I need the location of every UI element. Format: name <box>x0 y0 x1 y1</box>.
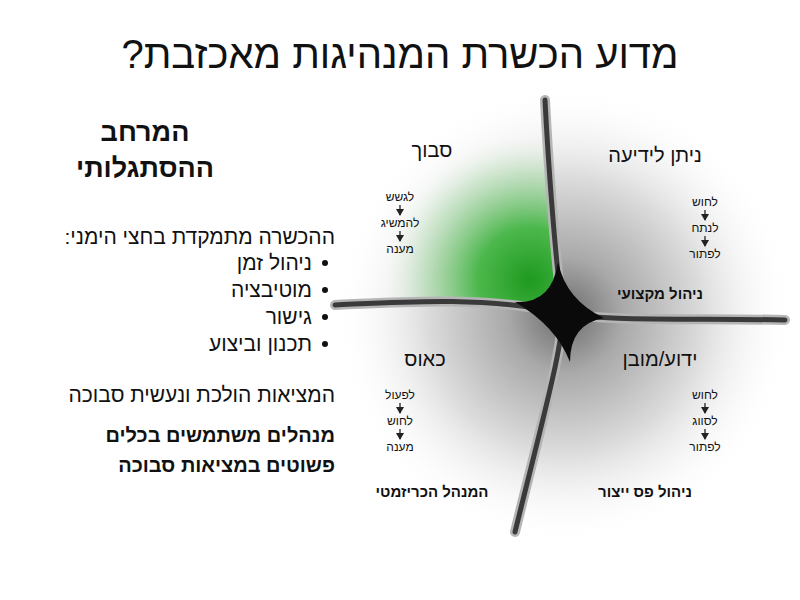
step-arrow <box>704 236 705 246</box>
step-text: לחוש <box>692 195 718 209</box>
known-quadrant: ידוע/מובןניהול פס ייצורלחושלסווגלפתור <box>575 335 780 510</box>
bullet-item: גישור <box>112 304 312 330</box>
quadrant-name: סבוך <box>332 138 532 162</box>
process-step: לגשש <box>384 190 416 204</box>
bullet-dot <box>322 314 328 320</box>
process-step: לחוש <box>385 414 415 428</box>
process-step: מענה <box>384 440 415 454</box>
step-arrow <box>399 231 400 241</box>
management-style: המנהל הכריזמטי <box>332 482 532 502</box>
management-style: ניהול מקצועי <box>560 284 760 304</box>
bullet-dot <box>322 287 328 293</box>
panel-heading: המרחב ההסתגלותי <box>60 114 230 186</box>
process-step: לפתור <box>687 247 722 261</box>
complex-quadrant: סבוךלגששלהמשיגמענה <box>365 130 545 300</box>
step-text: מענה <box>386 440 413 454</box>
step-text: לחוש <box>387 414 413 428</box>
step-text: לסווג <box>692 414 717 428</box>
diagram-title: מדוע הכשרת המנהיגות מאכזבת? <box>0 28 800 80</box>
disorder-center <box>515 262 604 362</box>
knowable-quadrant: ניתן לידיעהניהול מקצועילחושלנתחלפתור <box>575 135 780 310</box>
process-step: לחוש <box>690 195 720 209</box>
step-text: לפתור <box>689 247 720 261</box>
bullet-item: מוטיבציה <box>112 277 312 303</box>
bullet-dot <box>322 260 328 266</box>
step-text: לנתח <box>691 221 718 235</box>
step-arrow <box>704 429 705 439</box>
panel-intro: ההכשרה מתמקדת בחצי הימני: <box>15 224 335 250</box>
quadrant-name: ידוע/מובן <box>560 347 760 371</box>
step-arrow <box>704 403 705 413</box>
step-arrow <box>399 429 400 439</box>
process-step: לחוש <box>690 388 720 402</box>
step-text: לגשש <box>386 190 414 204</box>
process-step: לסווג <box>690 414 719 428</box>
panel-conclusion: מנהלים משתמשים בכלים פשוטים במציאות סבוכ… <box>75 420 335 480</box>
step-arrow <box>399 403 400 413</box>
chaos-quadrant: כאוסהמנהל הכריזמטילפעוללחושמענה <box>365 335 545 510</box>
step-text: לפתור <box>689 440 720 454</box>
process-step: לפתור <box>687 440 722 454</box>
management-style: ניהול פס ייצור <box>545 482 745 502</box>
panel-note: המציאות הולכת ונעשית סבוכה <box>15 382 335 408</box>
process-step: מענה <box>384 242 415 256</box>
process-step: להמשיג <box>379 216 422 230</box>
step-arrow <box>399 205 400 215</box>
grey-glow <box>330 90 790 540</box>
step-text: מענה <box>386 242 413 256</box>
quadrant-name: כאוס <box>325 347 525 371</box>
step-arrow <box>704 210 705 220</box>
step-text: לחוש <box>692 388 718 402</box>
bullet-item: תכנון וביצוע <box>112 331 312 357</box>
bullet-dot <box>322 341 328 347</box>
quadrant-name: ניתן לידיעה <box>555 143 755 167</box>
bullet-item: ניהול זמן <box>112 250 312 276</box>
step-text: להמשיג <box>381 216 420 230</box>
process-step: לפעול <box>383 388 417 402</box>
step-text: לפעול <box>385 388 415 402</box>
process-step: לנתח <box>689 221 720 235</box>
